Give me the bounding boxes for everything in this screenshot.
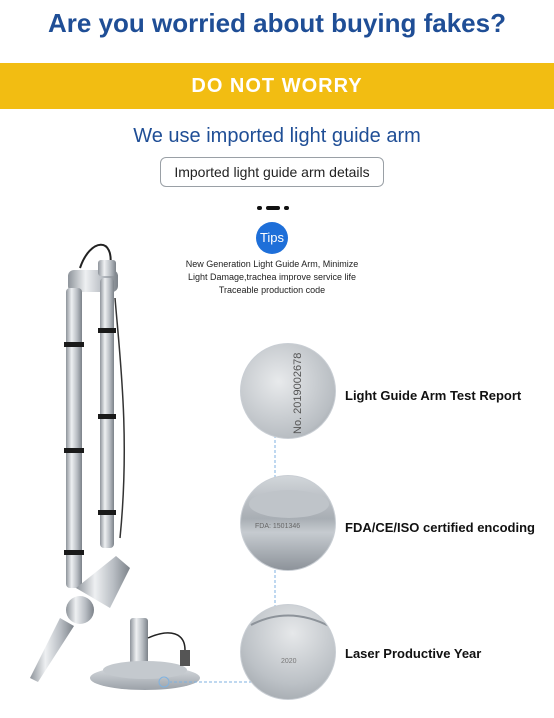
- tips-line: New Generation Light Guide Arm, Minimize: [185, 259, 359, 269]
- light-guide-arm-image: [30, 243, 200, 690]
- certified-encoding-closeup: FDA: 1501346: [240, 475, 336, 571]
- feature-label: Light Guide Arm Test Report: [345, 388, 522, 403]
- feature-label: Laser Productive Year: [345, 646, 482, 661]
- tips-badge: Tips: [256, 222, 288, 254]
- engraving-text: No. 2019002678: [292, 353, 304, 434]
- section-title: We use imported light guide arm: [133, 125, 421, 147]
- productive-year-closeup: 2020: [240, 604, 336, 700]
- tips-line: Traceable production code: [218, 285, 326, 295]
- details-pill: Imported light guide arm details: [160, 157, 384, 187]
- banner-text: DO NOT WORRY: [191, 75, 363, 97]
- tips-line: Light Damage,trachea improve service lif…: [187, 272, 357, 282]
- test-report-closeup: No. 2019002678: [240, 343, 336, 439]
- feature-label: FDA/CE/ISO certified encoding: [345, 520, 535, 535]
- tips-text: New Generation Light Guide Arm, Minimize…: [160, 258, 384, 297]
- engraving-text: FDA: 1501346: [255, 523, 300, 530]
- do-not-worry-banner: DO NOT WORRY: [0, 63, 554, 109]
- engraving-text: 2020: [281, 658, 297, 665]
- headline: Are you worried about buying fakes?: [48, 8, 506, 38]
